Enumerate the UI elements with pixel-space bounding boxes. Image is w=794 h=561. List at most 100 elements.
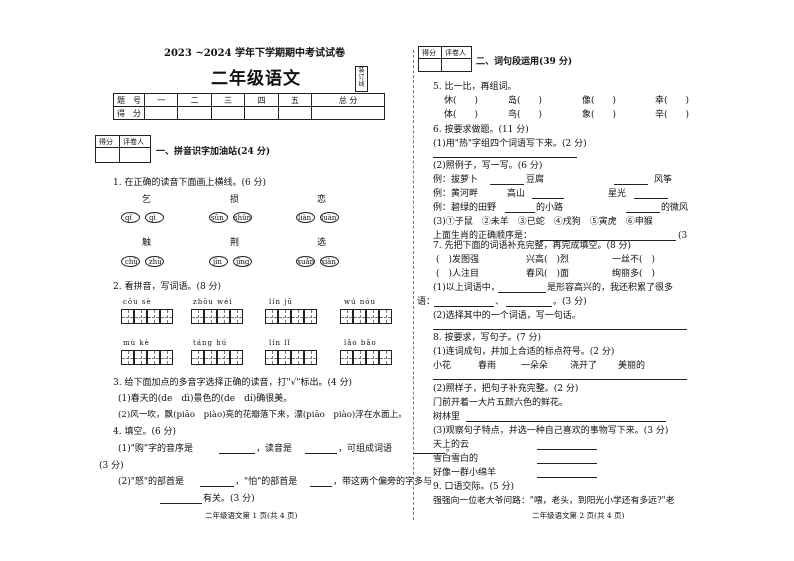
q6-blank[interactable] bbox=[614, 184, 648, 185]
q8-answer-line[interactable] bbox=[537, 463, 597, 464]
q7-idiom[interactable]: 一丝不( ) bbox=[612, 255, 656, 265]
writing-cell[interactable] bbox=[121, 309, 134, 324]
score-input-cell[interactable] bbox=[311, 106, 385, 120]
q1-pinyin-option[interactable]: sǔn bbox=[211, 214, 224, 222]
writing-cell[interactable] bbox=[134, 309, 147, 324]
q7-idiom[interactable]: 绚丽多( ) bbox=[612, 269, 656, 279]
q8-answer-line[interactable] bbox=[537, 449, 597, 450]
q4-blank[interactable] bbox=[305, 453, 337, 454]
writing-cell[interactable] bbox=[278, 350, 291, 365]
writing-cell[interactable] bbox=[204, 350, 217, 365]
writing-cell[interactable] bbox=[230, 309, 243, 324]
q5-pair[interactable]: 鸟( ) bbox=[508, 110, 543, 120]
q1-pinyin-option[interactable]: zhù bbox=[149, 258, 162, 266]
q4-blank[interactable] bbox=[219, 453, 255, 454]
q4-line2-c: ，带这两个偏旁的字多与 bbox=[333, 477, 433, 487]
q4-line2-a: (2)"怒"的部首是 bbox=[118, 477, 185, 487]
q7-blank[interactable] bbox=[498, 292, 546, 293]
q8-answer-line[interactable] bbox=[537, 477, 597, 478]
q4-blank[interactable] bbox=[310, 486, 332, 487]
q6-blank[interactable] bbox=[626, 212, 660, 213]
q1-pinyin-option[interactable]: liàn bbox=[298, 214, 312, 222]
score-table-cell: 五 bbox=[277, 93, 313, 107]
q7-idiom[interactable]: 春风( )面 bbox=[526, 269, 570, 279]
writing-cell[interactable] bbox=[353, 350, 366, 365]
q8-answer-line[interactable] bbox=[466, 421, 666, 422]
q7-idiom[interactable]: ( )发图强 bbox=[436, 255, 480, 265]
writing-cell[interactable] bbox=[217, 350, 230, 365]
writing-cell[interactable] bbox=[379, 309, 392, 324]
writing-cell[interactable] bbox=[147, 350, 160, 365]
writing-cell[interactable] bbox=[134, 350, 147, 365]
q8-answer-line[interactable] bbox=[433, 379, 687, 380]
score-table-cell: 得 分 bbox=[113, 106, 145, 120]
writing-cell[interactable] bbox=[379, 350, 392, 365]
q1-pinyin-option[interactable]: qì bbox=[149, 214, 156, 222]
writing-cell[interactable] bbox=[265, 309, 278, 324]
writing-cell[interactable] bbox=[204, 309, 217, 324]
writing-cell[interactable] bbox=[160, 350, 173, 365]
score-input-cell[interactable] bbox=[277, 106, 313, 120]
writing-cell[interactable] bbox=[291, 309, 304, 324]
q5-pair[interactable]: 辛( ) bbox=[655, 110, 690, 120]
q6-answer-line[interactable] bbox=[433, 157, 577, 158]
score-input-cell[interactable] bbox=[244, 106, 279, 120]
writing-cell[interactable] bbox=[121, 350, 134, 365]
q6-blank[interactable] bbox=[490, 184, 524, 185]
q1-pinyin-option[interactable]: jīn bbox=[213, 258, 222, 266]
writing-cell[interactable] bbox=[304, 309, 317, 324]
q7-answer-line[interactable] bbox=[433, 329, 687, 330]
writing-cell[interactable] bbox=[366, 350, 379, 365]
writing-cell[interactable] bbox=[160, 309, 173, 324]
writing-cell[interactable] bbox=[191, 309, 204, 324]
writing-cell[interactable] bbox=[366, 309, 379, 324]
q1-pinyin-option[interactable]: jīng bbox=[236, 258, 250, 266]
q5-pair[interactable]: 休( ) bbox=[444, 96, 479, 106]
q1-char: 损 bbox=[230, 195, 240, 205]
score-input-cell[interactable] bbox=[177, 106, 212, 120]
writing-cell[interactable] bbox=[340, 350, 353, 365]
q5-pair[interactable]: 幸( ) bbox=[655, 96, 690, 106]
writing-cell[interactable] bbox=[304, 350, 317, 365]
q8-word: 一朵朵 bbox=[521, 361, 549, 371]
q1-pinyin-option[interactable]: xiǎn bbox=[321, 258, 336, 266]
q7-idiom[interactable]: 兴高( )烈 bbox=[526, 255, 570, 265]
q5-pair[interactable]: 岛( ) bbox=[508, 96, 543, 106]
q4-blank[interactable] bbox=[200, 486, 234, 487]
score-table-cell: 二 bbox=[177, 93, 212, 107]
writing-cell[interactable] bbox=[291, 350, 304, 365]
q6-order-line[interactable] bbox=[540, 240, 676, 241]
q1-pinyin-option[interactable]: shǔn bbox=[234, 214, 252, 222]
q1-char: 乞 bbox=[142, 195, 152, 205]
writing-cell[interactable] bbox=[147, 309, 160, 324]
score-input-cell[interactable] bbox=[143, 106, 179, 120]
writing-cell[interactable] bbox=[353, 309, 366, 324]
q4-line1-c: ，可组成词语 bbox=[338, 444, 393, 454]
q5-pair[interactable]: 体( ) bbox=[444, 110, 479, 120]
q1-pinyin-option[interactable]: qǐ bbox=[125, 214, 132, 222]
q6-blank[interactable] bbox=[532, 198, 564, 199]
q1-pinyin-option[interactable]: xuǎn bbox=[297, 258, 315, 266]
q8-word: 小花 bbox=[433, 361, 452, 371]
writing-cell[interactable] bbox=[265, 350, 278, 365]
writing-cell[interactable] bbox=[217, 309, 230, 324]
q6-example-3c: 的微风 bbox=[661, 203, 689, 213]
q1-pinyin-option[interactable]: chù bbox=[125, 258, 138, 266]
score-input-cell[interactable] bbox=[210, 106, 246, 120]
q2-pinyin: lín jū bbox=[269, 298, 293, 306]
q4-blank[interactable] bbox=[413, 453, 445, 454]
q5-pair[interactable]: 像( ) bbox=[582, 96, 617, 106]
q6-blank[interactable] bbox=[634, 198, 668, 199]
q5-pair[interactable]: 象( ) bbox=[582, 110, 617, 120]
q6-sub3-score: (3 bbox=[678, 231, 688, 241]
writing-cell[interactable] bbox=[230, 350, 243, 365]
writing-cell[interactable] bbox=[191, 350, 204, 365]
q1-pinyin-option[interactable]: luàn bbox=[321, 214, 337, 222]
q4-blank[interactable] bbox=[160, 503, 202, 504]
writing-cell[interactable] bbox=[278, 309, 291, 324]
q7-blank[interactable] bbox=[506, 306, 552, 307]
q7-blank[interactable] bbox=[434, 306, 494, 307]
writing-cell[interactable] bbox=[340, 309, 353, 324]
q7-idiom[interactable]: ( )人注目 bbox=[436, 269, 480, 279]
q6-blank[interactable] bbox=[505, 212, 535, 213]
